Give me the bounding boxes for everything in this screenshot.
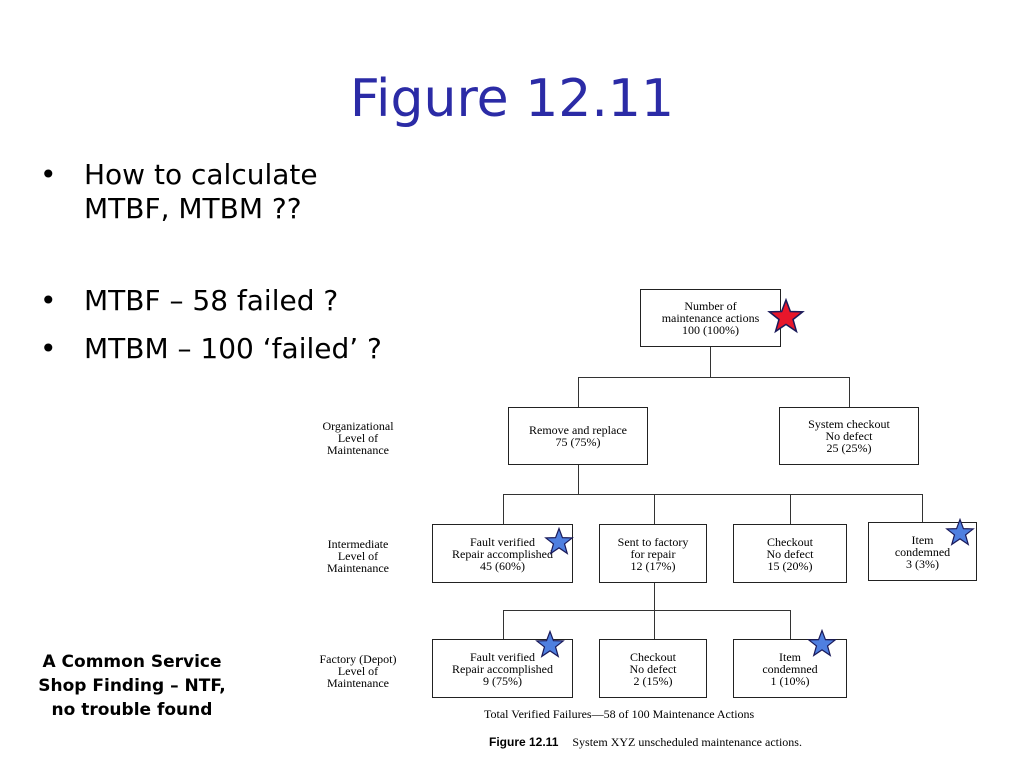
node-sent-to-factory: Sent to factory for repair 12 (17%)	[599, 524, 707, 583]
blue-star-icon	[945, 518, 975, 546]
connector-line	[654, 610, 656, 639]
blue-star-icon	[544, 527, 574, 555]
total-verified-failures-caption: Total Verified Failures—58 of 100 Mainte…	[484, 707, 755, 721]
connector-line	[503, 610, 790, 612]
connector-line	[503, 494, 505, 524]
connector-line	[578, 377, 850, 379]
node-factory-checkout: Checkout No defect 2 (15%)	[599, 639, 707, 698]
connector-line	[790, 610, 792, 639]
figure-caption-text: System XYZ unscheduled maintenance actio…	[572, 735, 802, 749]
bullet-dot: •	[40, 158, 57, 191]
level-label-intermediate: Intermediate Level of Maintenance	[327, 537, 389, 575]
connector-line	[710, 346, 712, 377]
bullet-dot: •	[40, 284, 57, 317]
slide-title: Figure 12.11	[349, 69, 675, 129]
connector-line	[654, 582, 656, 610]
connector-line	[922, 494, 924, 522]
level-label-organizational: Organizational Level of Maintenance	[322, 419, 394, 457]
level-label-factory: Factory (Depot) Level of Maintenance	[319, 652, 397, 690]
connector-line	[654, 494, 656, 524]
connector-line	[790, 494, 792, 524]
blue-star-icon	[535, 630, 565, 658]
node-system-checkout: System checkout No defect 25 (25%)	[779, 407, 919, 465]
bullet-text: MTBF – 58 failed ?	[84, 284, 339, 317]
bullet-dot: •	[40, 332, 57, 365]
ntf-note: A Common Service Shop Finding – NTF, no …	[38, 652, 226, 720]
node-intermediate-checkout: Checkout No defect 15 (20%)	[733, 524, 847, 583]
connector-line	[578, 465, 580, 494]
figure-caption-label: Figure 12.11	[489, 735, 559, 749]
connector-line	[503, 494, 923, 496]
connector-line	[503, 610, 505, 639]
blue-star-icon	[807, 629, 837, 657]
bullet-text: How to calculate MTBF, MTBM ??	[84, 158, 318, 225]
connector-line	[849, 377, 851, 407]
node-root-maintenance-actions: Number of maintenance actions 100 (100%)	[640, 289, 781, 347]
red-star-icon	[767, 298, 805, 334]
connector-line	[578, 377, 580, 407]
bullet-text: MTBM – 100 ‘failed’ ?	[84, 332, 382, 365]
node-remove-replace: Remove and replace 75 (75%)	[508, 407, 648, 465]
figure-caption: Figure 12.11 System XYZ unscheduled main…	[489, 735, 802, 750]
node-intermediate-fault-verified: Fault verified Repair accomplished 45 (6…	[432, 524, 573, 583]
